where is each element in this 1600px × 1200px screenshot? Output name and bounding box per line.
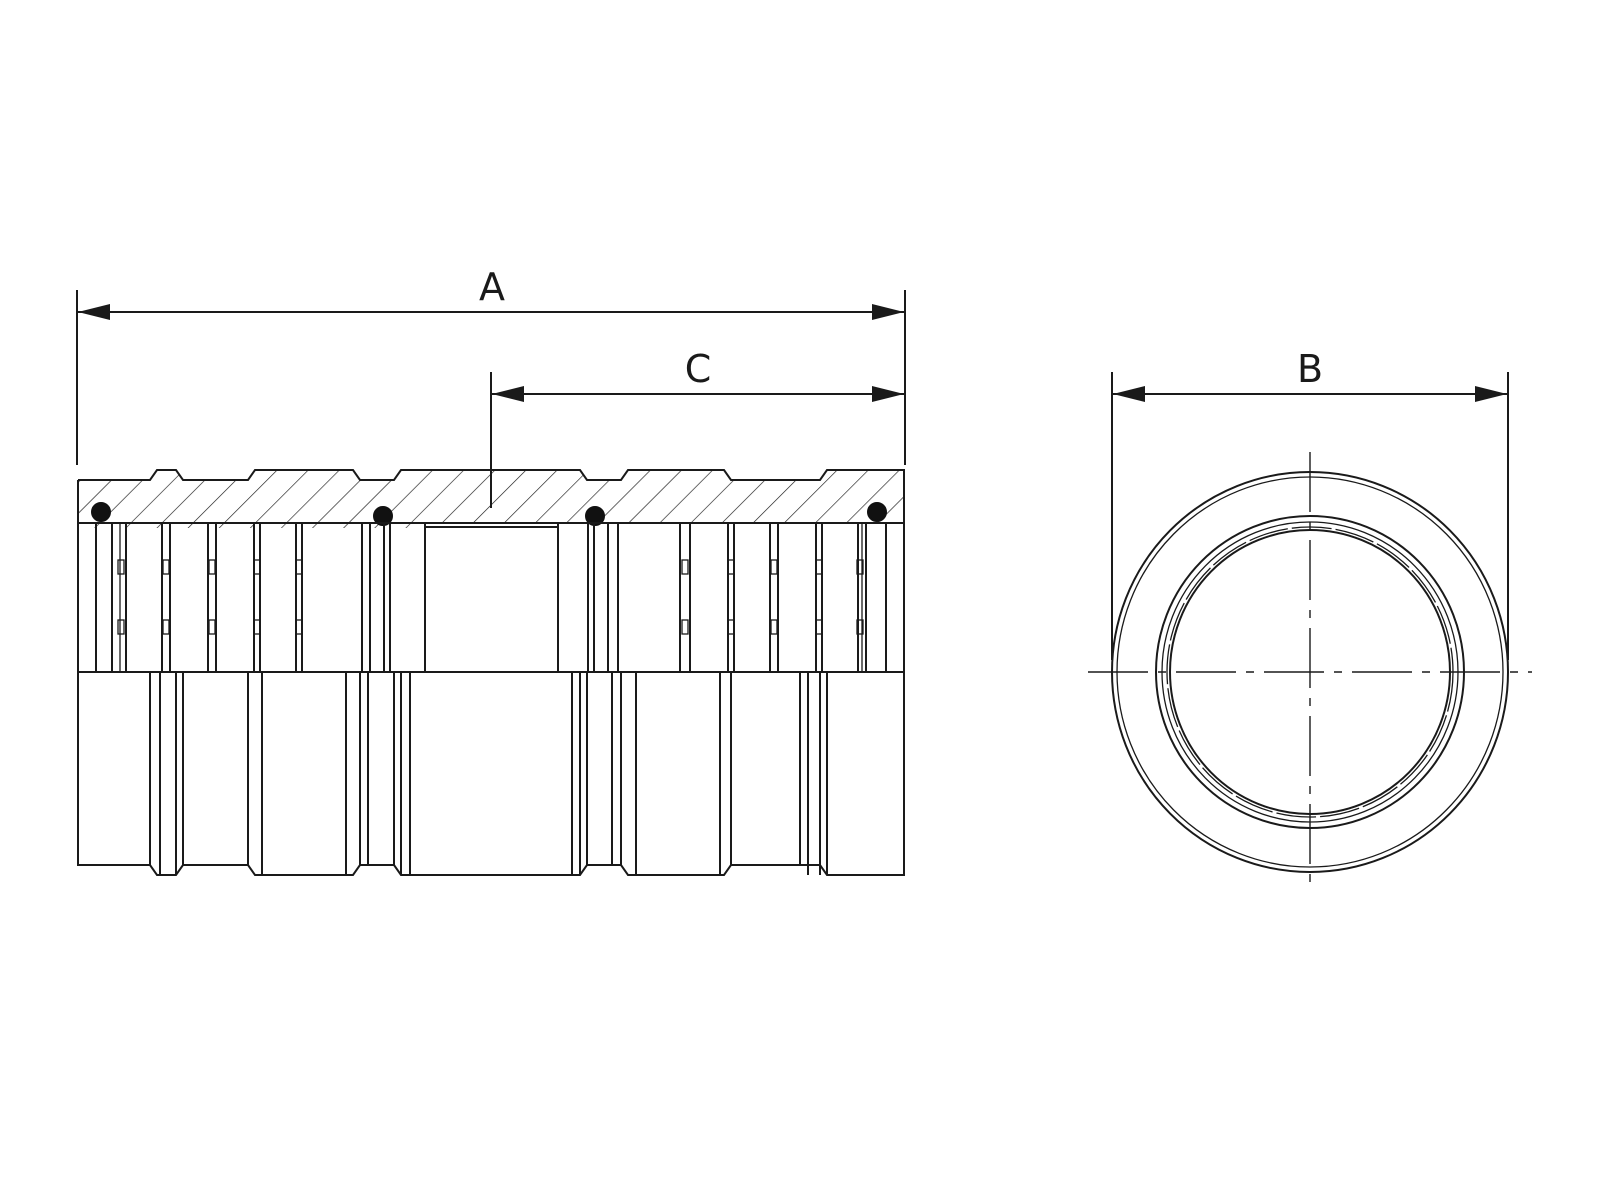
dimension-label-b: B (1297, 347, 1323, 391)
dimension-label-c: C (685, 347, 712, 391)
ball-cage-section (77, 522, 905, 673)
housing-outline-top (77, 469, 905, 523)
side-view (77, 469, 905, 876)
end-view (1088, 452, 1532, 890)
exterior-lower-half (77, 671, 905, 876)
retaining-ring-left (91, 502, 111, 522)
ball-slots (117, 559, 864, 635)
dimension-c: C (490, 347, 904, 508)
dimension-label-a: A (479, 265, 505, 309)
dimension-a: A (76, 265, 906, 465)
dimension-b: B (1111, 347, 1509, 660)
retaining-ring-right (867, 502, 887, 522)
